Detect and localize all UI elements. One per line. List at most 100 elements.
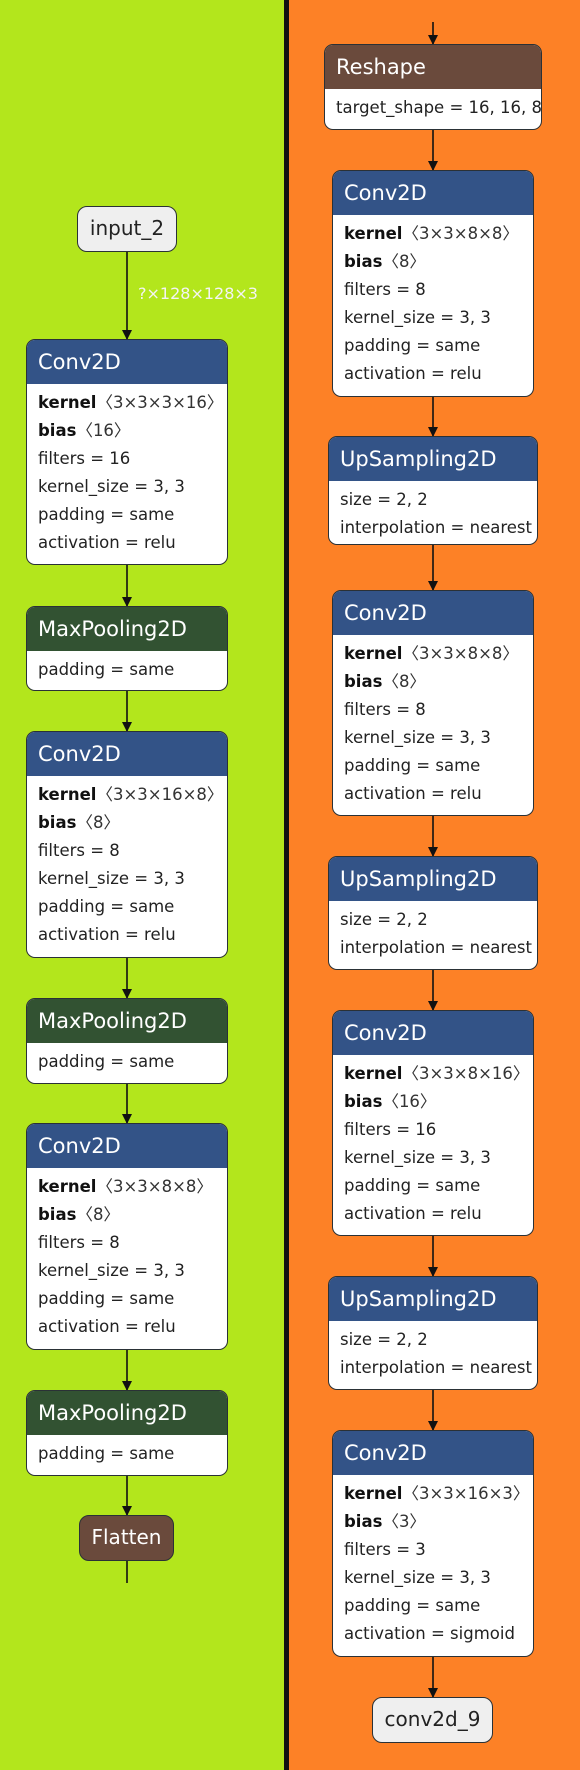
encoder-node-maxpooling2d-3[interactable]: MaxPooling2D padding = same — [26, 998, 228, 1084]
attribute-row: padding = same — [38, 660, 175, 679]
decoder-node-conv2d-7[interactable]: Conv2D kernel〈3×3×16×3〉 bias〈3〉 filters = 3… — [332, 1430, 534, 1657]
attribute-row: activation = relu — [344, 784, 482, 803]
attribute-row: interpolation = nearest — [340, 938, 532, 957]
node-attributes: size = 2, 2 interpolation = nearest — [329, 901, 537, 966]
bias-row: bias〈8〉 — [38, 813, 120, 832]
attribute-row: activation = relu — [344, 364, 482, 383]
node-title: Reshape — [325, 45, 541, 89]
node-title: Conv2D — [27, 1124, 227, 1168]
node-title: Conv2D — [333, 1011, 533, 1055]
attribute-row: size = 2, 2 — [340, 490, 428, 509]
attribute-row: filters = 8 — [344, 280, 426, 299]
node-attributes: size = 2, 2 interpolation = nearest — [329, 1321, 537, 1386]
node-title: MaxPooling2D — [27, 607, 227, 651]
attribute-row: kernel_size = 3, 3 — [344, 1148, 491, 1167]
node-title: MaxPooling2D — [27, 999, 227, 1043]
attribute-row: filters = 16 — [344, 1120, 437, 1139]
attribute-row: padding = same — [38, 1052, 175, 1071]
attribute-row: kernel_size = 3, 3 — [344, 1568, 491, 1587]
decoder-node-upsampling2d-6[interactable]: UpSampling2D size = 2, 2 interpolation = n… — [328, 1276, 538, 1390]
node-attributes: target_shape = 16, 16, 8 — [325, 89, 541, 126]
kernel-row: kernel〈3×3×16×8〉 — [38, 785, 224, 804]
input-shape-label: ?×128×128×3 — [138, 284, 258, 303]
kernel-row: kernel〈3×3×3×16〉 — [38, 393, 224, 412]
attribute-row: kernel_size = 3, 3 — [38, 869, 185, 888]
attribute-row: interpolation = nearest — [340, 518, 532, 537]
attribute-row: activation = relu — [344, 1204, 482, 1223]
kernel-row: kernel〈3×3×16×3〉 — [344, 1484, 530, 1503]
node-title: Conv2D — [333, 171, 533, 215]
attribute-row: padding = same — [38, 1289, 175, 1308]
attribute-row: filters = 3 — [344, 1540, 426, 1559]
attribute-row: kernel_size = 3, 3 — [38, 1261, 185, 1280]
attribute-row: padding = same — [344, 1176, 481, 1195]
node-title: UpSampling2D — [329, 1277, 537, 1321]
node-attributes: kernel〈3×3×8×8〉 bias〈8〉 filters = 8 kernel_… — [333, 215, 533, 392]
bias-row: bias〈3〉 — [344, 1512, 426, 1531]
node-title: Conv2D — [333, 1431, 533, 1475]
attribute-row: padding = same — [38, 505, 175, 524]
output-node[interactable]: conv2d_9 — [372, 1697, 493, 1743]
attribute-row: activation = sigmoid — [344, 1624, 515, 1643]
attribute-row: target_shape = 16, 16, 8 — [336, 98, 542, 117]
encoder-node-conv2d-0[interactable]: Conv2D kernel〈3×3×3×16〉 bias〈16〉 filters = … — [26, 339, 228, 565]
node-attributes: size = 2, 2 interpolation = nearest — [329, 481, 537, 544]
attribute-row: kernel_size = 3, 3 — [38, 477, 185, 496]
kernel-row: kernel〈3×3×8×8〉 — [38, 1177, 213, 1196]
attribute-row: size = 2, 2 — [340, 1330, 428, 1349]
bias-row: bias〈8〉 — [344, 252, 426, 271]
decoder-node-upsampling2d-2[interactable]: UpSampling2D size = 2, 2 interpolation = n… — [328, 436, 538, 545]
node-attributes: padding = same — [27, 1043, 227, 1080]
node-title: Conv2D — [333, 591, 533, 635]
input-node[interactable]: input_2 — [77, 206, 177, 252]
bias-row: bias〈8〉 — [38, 1205, 120, 1224]
attribute-row: interpolation = nearest — [340, 1358, 532, 1377]
node-attributes: kernel〈3×3×16×8〉 bias〈8〉 filters = 8 kernel… — [27, 776, 227, 953]
node-attributes: padding = same — [27, 651, 227, 688]
attribute-row: filters = 8 — [344, 700, 426, 719]
node-title: Conv2D — [27, 340, 227, 384]
node-attributes: kernel〈3×3×8×8〉 bias〈8〉 filters = 8 kernel_… — [333, 635, 533, 812]
node-title: UpSampling2D — [329, 857, 537, 901]
attribute-row: padding = same — [344, 336, 481, 355]
decoder-node-reshape-0[interactable]: Reshape target_shape = 16, 16, 8 — [324, 44, 542, 130]
attribute-row: filters = 8 — [38, 841, 120, 860]
kernel-row: kernel〈3×3×8×8〉 — [344, 224, 519, 243]
attribute-row: kernel_size = 3, 3 — [344, 728, 491, 747]
kernel-row: kernel〈3×3×8×8〉 — [344, 644, 519, 663]
encoder-node-maxpooling2d-5[interactable]: MaxPooling2D padding = same — [26, 1390, 228, 1476]
attribute-row: filters = 16 — [38, 449, 131, 468]
attribute-row: padding = same — [38, 897, 175, 916]
attribute-row: kernel_size = 3, 3 — [344, 308, 491, 327]
node-attributes: kernel〈3×3×8×16〉 bias〈16〉 filters = 16 kern… — [333, 1055, 533, 1232]
node-title: Conv2D — [27, 732, 227, 776]
node-attributes: padding = same — [27, 1435, 227, 1472]
decoder-node-conv2d-5[interactable]: Conv2D kernel〈3×3×8×16〉 bias〈16〉 filters = … — [332, 1010, 534, 1236]
attribute-row: padding = same — [344, 1596, 481, 1615]
node-attributes: kernel〈3×3×8×8〉 bias〈8〉 filters = 8 kernel_… — [27, 1168, 227, 1345]
bias-row: bias〈16〉 — [344, 1092, 437, 1111]
decoder-node-upsampling2d-4[interactable]: UpSampling2D size = 2, 2 interpolation = n… — [328, 856, 538, 970]
attribute-row: size = 2, 2 — [340, 910, 428, 929]
node-attributes: kernel〈3×3×3×16〉 bias〈16〉 filters = 16 kern… — [27, 384, 227, 561]
kernel-row: kernel〈3×3×8×16〉 — [344, 1064, 530, 1083]
attribute-row: filters = 8 — [38, 1233, 120, 1252]
attribute-row: activation = relu — [38, 533, 176, 552]
node-title: MaxPooling2D — [27, 1391, 227, 1435]
encoder-node-conv2d-2[interactable]: Conv2D kernel〈3×3×16×8〉 bias〈8〉 filters = 8… — [26, 731, 228, 958]
bias-row: bias〈8〉 — [344, 672, 426, 691]
node-attributes: kernel〈3×3×16×3〉 bias〈3〉 filters = 3 kernel… — [333, 1475, 533, 1652]
bias-row: bias〈16〉 — [38, 421, 131, 440]
flatten-node[interactable]: Flatten — [79, 1515, 174, 1561]
encoder-node-maxpooling2d-1[interactable]: MaxPooling2D padding = same — [26, 606, 228, 691]
attribute-row: padding = same — [38, 1444, 175, 1463]
node-title: UpSampling2D — [329, 437, 537, 481]
panel-divider — [284, 0, 289, 1770]
attribute-row: activation = relu — [38, 1317, 176, 1336]
attribute-row: activation = relu — [38, 925, 176, 944]
attribute-row: padding = same — [344, 756, 481, 775]
